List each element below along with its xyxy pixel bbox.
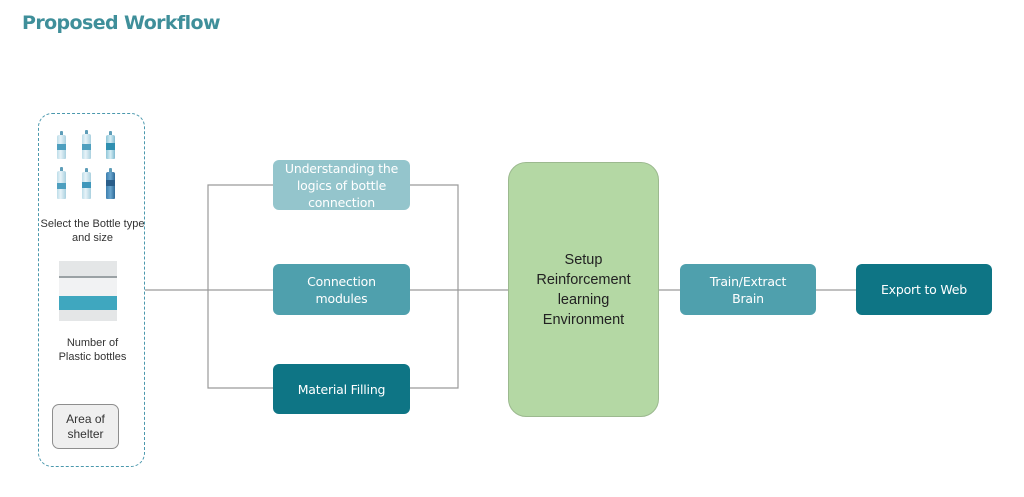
page-title: Proposed Workflow <box>22 12 221 34</box>
connector-branch-right <box>410 184 459 389</box>
train-extract-label: Train/Extract Brain <box>709 273 787 306</box>
logic-understanding-box[interactable]: Understanding the logics of bottle conne… <box>273 160 410 210</box>
plastic-bottle-crate-icon <box>59 261 117 321</box>
connection-modules-label: Connection modules <box>307 273 376 306</box>
bottle-type-caption: Select the Bottle type and size <box>40 218 145 244</box>
logic-understanding-label: Understanding the logics of bottle conne… <box>284 160 399 210</box>
connector-branch-left <box>207 184 273 389</box>
material-filling-box[interactable]: Material Filling <box>273 364 410 414</box>
rl-environment-label: Setup Reinforcement learning Environment <box>536 251 631 328</box>
area-of-shelter-box[interactable]: Area of shelter <box>52 404 119 449</box>
rl-environment-box[interactable]: Setup Reinforcement learning Environment <box>508 162 659 417</box>
bottle-types-icon <box>53 130 133 200</box>
input-panel: Select the Bottle type and size Number o… <box>38 113 145 467</box>
train-extract-box[interactable]: Train/Extract Brain <box>680 264 816 315</box>
export-to-web-box[interactable]: Export to Web <box>856 264 992 315</box>
bottle-count-caption: Number of Plastic bottles <box>58 337 127 363</box>
connection-modules-box[interactable]: Connection modules <box>273 264 410 315</box>
export-to-web-label: Export to Web <box>880 282 968 297</box>
material-filling-label: Material Filling <box>297 381 386 397</box>
area-of-shelter-label: Area of shelter <box>66 412 105 441</box>
